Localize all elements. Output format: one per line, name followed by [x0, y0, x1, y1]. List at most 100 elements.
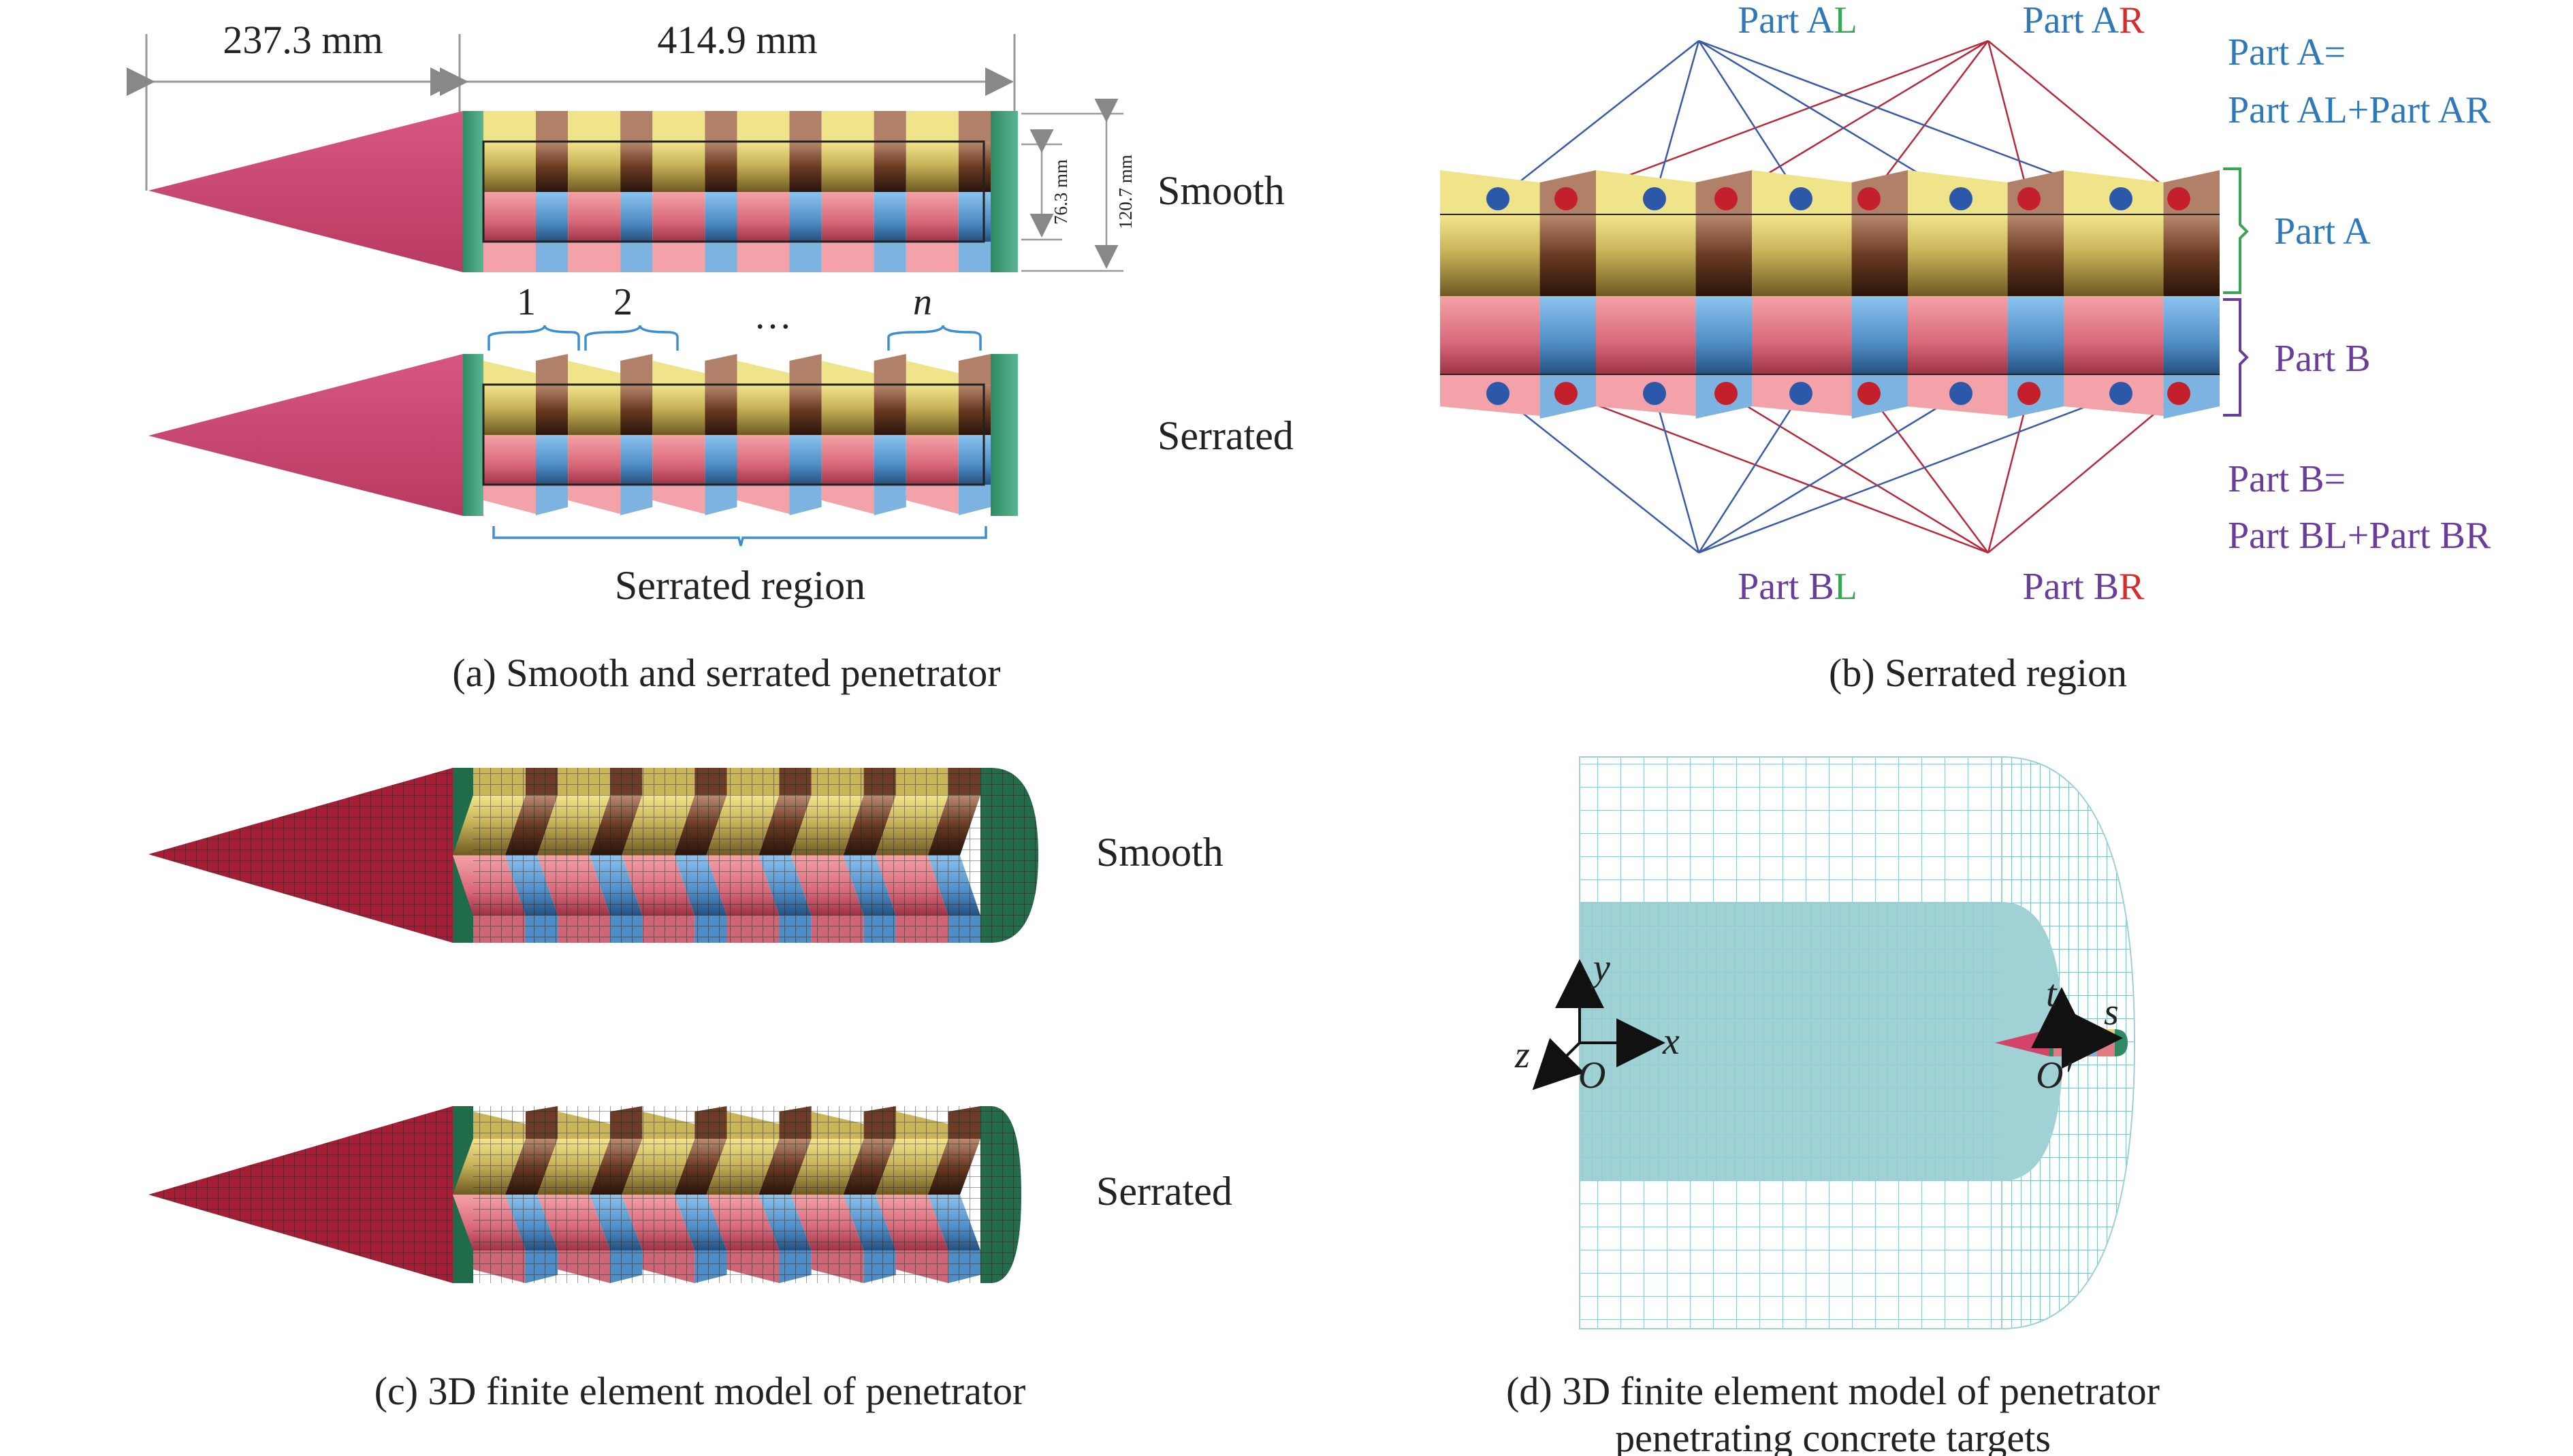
- core-segment-pink: [821, 192, 874, 242]
- serration-pink: [652, 485, 705, 514]
- core-segment-pink: [737, 192, 790, 242]
- core-outline: [482, 140, 985, 243]
- serration-blue: [705, 485, 737, 515]
- panel-b: Part AL Part AR Part BL Part BR Part A= …: [1440, 0, 2491, 695]
- penetrator-in-target: [1995, 987, 2128, 1069]
- core-segment-blue: [535, 192, 569, 242]
- core-segment-yellow: [568, 385, 621, 435]
- small-body-band: [2070, 1029, 2077, 1056]
- outer-segment-yellow: [652, 111, 705, 142]
- dot-part-al: [1789, 187, 1812, 210]
- link-part-bl: [1653, 393, 1700, 553]
- fe-nose-mesh: [148, 1106, 453, 1283]
- outer-segment-brown: [620, 111, 653, 142]
- core-segment-brown: [705, 385, 737, 435]
- core-segment-blue: [2163, 296, 2220, 374]
- core-segment-yellow: [652, 142, 705, 192]
- caption-d-line1: (d) 3D finite element model of penetrato…: [1506, 1369, 2160, 1413]
- dot-part-al: [1486, 187, 1509, 210]
- part-a-definition-line1: Part A=: [2228, 31, 2346, 74]
- core-segment-yellow: [906, 142, 959, 192]
- caption-b: (b) Serrated region: [1829, 651, 2127, 695]
- core-segment-brown: [620, 142, 653, 192]
- core-segment-blue: [535, 435, 569, 485]
- serration-brown: [535, 354, 569, 385]
- core-segment-pink: [652, 435, 705, 485]
- core-segment-brown: [620, 385, 653, 435]
- label-part-b: Part B: [2274, 338, 2371, 380]
- serration-yellow: [568, 361, 621, 385]
- label-fe-smooth: Smooth: [1096, 830, 1224, 875]
- core-segment-pink: [652, 192, 705, 242]
- core-segment-brown: [1539, 214, 1596, 296]
- link-part-ar: [1987, 40, 2179, 199]
- serration-yellow: [906, 361, 959, 385]
- link-part-bl: [1698, 392, 1962, 554]
- segment-brackets: [488, 325, 982, 351]
- link-part-br: [1725, 392, 1989, 554]
- core-segment-pink: [1440, 296, 1540, 374]
- core-segment-brown: [874, 142, 906, 192]
- core-segment-brown: [1695, 214, 1752, 296]
- outer-segment-brown: [705, 111, 737, 142]
- fe-front-cap-mesh: [980, 768, 1038, 943]
- serration-blue: [620, 485, 653, 515]
- link-part-bl: [1697, 393, 1802, 553]
- serration-blue: [789, 485, 822, 515]
- label-part-bl-prefix: Part B: [1738, 566, 1834, 608]
- core-segment-yellow: [483, 142, 536, 192]
- core-segment-brown: [789, 385, 822, 435]
- dot-part-ar: [1554, 187, 1578, 210]
- rear-cap: [463, 111, 483, 272]
- part-b-bracket: [2223, 298, 2249, 417]
- core-segment-blue: [620, 192, 653, 242]
- panel-d: y x z O t s O′ (d) 3D finite element mod…: [1506, 756, 2160, 1456]
- outer-segment-brown: [874, 111, 906, 142]
- dot-part-br: [1714, 382, 1738, 405]
- core-segment-pink: [906, 435, 959, 485]
- outer-segment-blue: [535, 242, 569, 272]
- dim-outer-label: 120.7 mm: [1115, 155, 1136, 229]
- core-segment-blue: [874, 435, 906, 485]
- link-part-al: [1698, 39, 2122, 200]
- serrated-region-bracket: [492, 526, 987, 547]
- core-segment-pink: [483, 435, 536, 485]
- serration-yellow: [737, 361, 790, 385]
- dot-part-ar: [1714, 187, 1738, 210]
- serration-yellow: [821, 361, 874, 385]
- label-part-al-prefix: Part A: [1738, 0, 1834, 42]
- smooth-penetrator: [148, 111, 1018, 272]
- outer-segment-yellow: [568, 111, 621, 142]
- small-body-band: [2090, 1029, 2097, 1056]
- core-segment-blue: [789, 192, 822, 242]
- core-segment-brown: [2163, 214, 2220, 296]
- dim-inner-label: 76.3 mm: [1051, 159, 1071, 225]
- dot-part-br: [1554, 382, 1578, 405]
- link-part-ar: [1987, 40, 2030, 199]
- core-segment-blue: [705, 435, 737, 485]
- label-part-br-prefix: Part B: [2023, 566, 2120, 608]
- core-segment-brown: [1851, 214, 1908, 296]
- part-b-definition-line2: Part BL+Part BR: [2228, 515, 2491, 557]
- outer-segment-yellow: [737, 111, 790, 142]
- core-segment-pink: [1908, 296, 2008, 374]
- link-part-ar: [1565, 39, 1989, 200]
- core-segment-yellow: [737, 142, 790, 192]
- serration-yellow: [652, 361, 705, 385]
- axis-z-label: z: [1514, 1034, 1530, 1076]
- link-part-br: [1868, 393, 1989, 553]
- part-b-definition-line1: Part B=: [2228, 458, 2346, 500]
- core-segment-yellow: [821, 385, 874, 435]
- link-part-al: [1497, 40, 1699, 199]
- link-part-bl: [1698, 392, 2122, 554]
- core-segment-blue: [1695, 296, 1752, 374]
- core-segment-pink: [2064, 296, 2164, 374]
- serration-pink: [906, 485, 959, 514]
- label-fe-serrated: Serrated: [1096, 1169, 1232, 1214]
- outer-segment-pink: [821, 242, 874, 272]
- serration-brown: [620, 354, 653, 385]
- core-segment-brown: [789, 142, 822, 192]
- dot-part-bl: [1789, 382, 1812, 405]
- fe-front-cap-mesh: [980, 1106, 1021, 1283]
